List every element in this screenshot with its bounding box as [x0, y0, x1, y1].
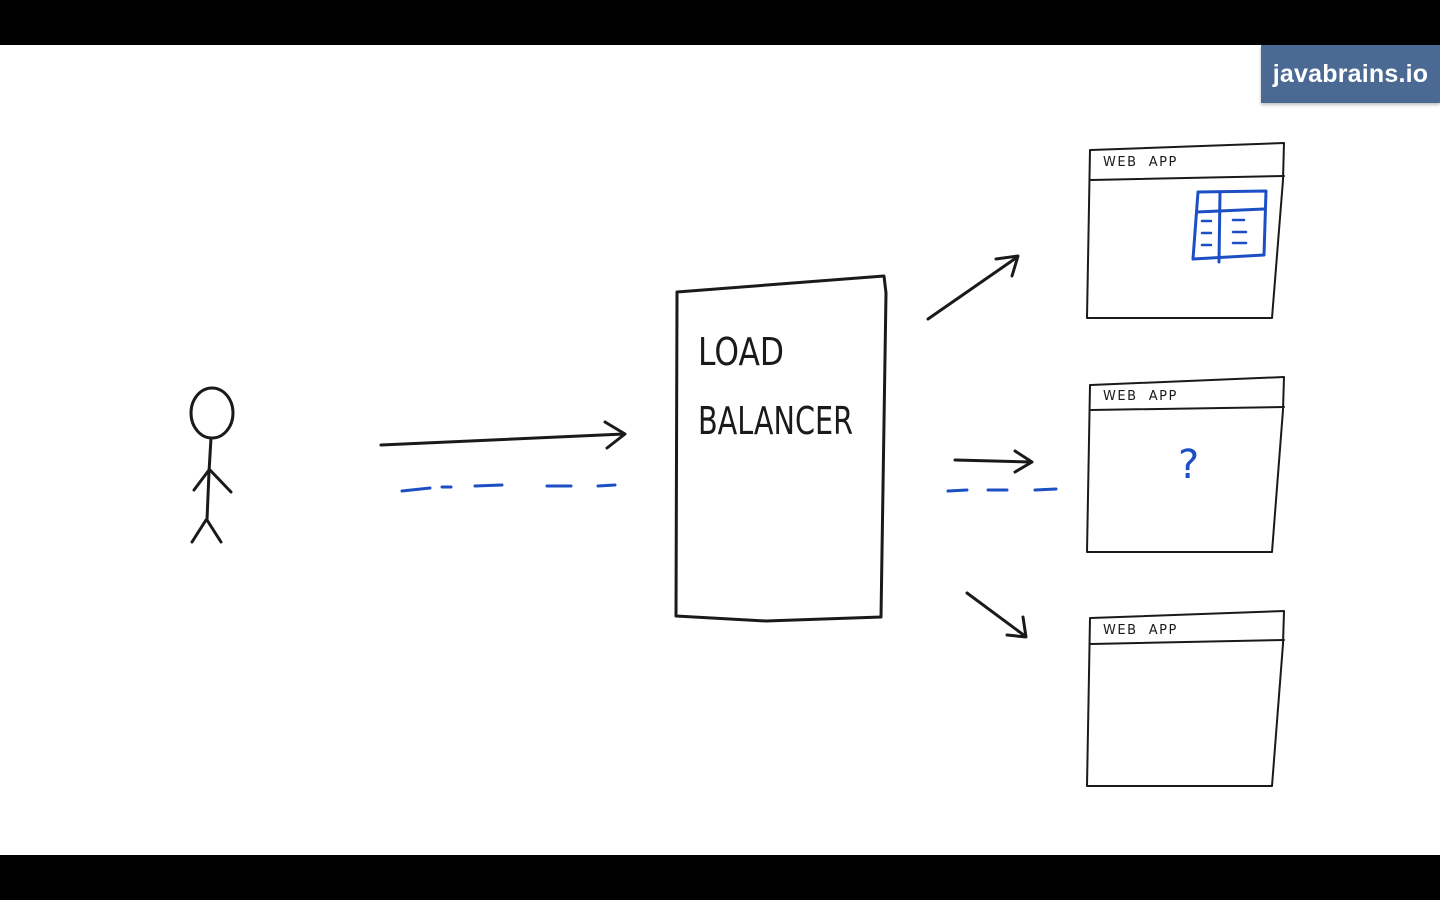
load-balancer-label-line1: LOAD: [698, 330, 784, 374]
letterbox-bottom: [0, 855, 1440, 900]
brand-badge[interactable]: javabrains.io: [1261, 45, 1440, 103]
table-icon: [1191, 189, 1268, 264]
route-arrow-top: [926, 254, 1020, 321]
letterbox-top: [0, 0, 1440, 45]
web-app-server-2: WEB APP ?: [1086, 376, 1285, 553]
route-arrow-bottom: [965, 591, 1028, 639]
web-app-server-3: WEB APP: [1086, 610, 1285, 787]
session-dashed-line-right: [946, 487, 1058, 493]
web-app-server-1: WEB APP: [1086, 142, 1285, 319]
load-balancer-box: LOAD BALANCER: [674, 274, 888, 623]
whiteboard-canvas: [0, 45, 1440, 855]
route-arrow-middle: [953, 449, 1034, 474]
request-arrow: [379, 420, 627, 450]
server-1-title: WEB APP: [1103, 155, 1178, 170]
server-2-title: WEB APP: [1103, 389, 1178, 404]
load-balancer-label-line2: BALANCER: [698, 399, 853, 443]
server-3-title: WEB APP: [1103, 623, 1178, 638]
session-dashed-line-left: [400, 483, 617, 493]
unknown-session-mark: ?: [1178, 442, 1199, 488]
user-stick-figure: [189, 386, 235, 544]
